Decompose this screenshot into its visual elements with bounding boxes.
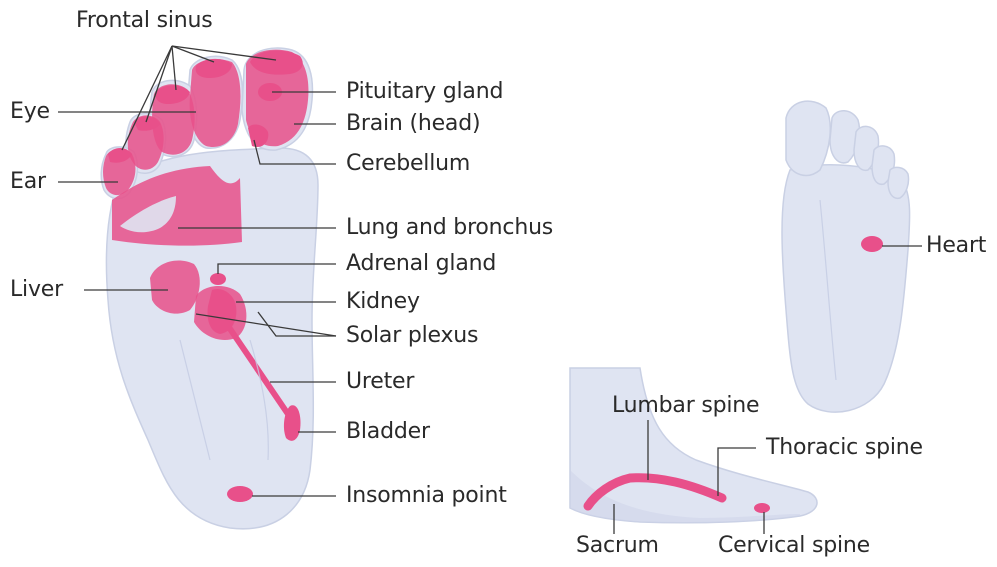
- label-ear: Ear: [10, 169, 46, 195]
- label-thoracic-spine: Thoracic spine: [766, 435, 923, 461]
- left-sole: [101, 48, 318, 529]
- label-lumbar-spine: Lumbar spine: [612, 393, 759, 419]
- label-heart: Heart: [926, 233, 986, 259]
- label-bladder: Bladder: [346, 419, 430, 445]
- right-sole-outline: [782, 165, 910, 412]
- adrenal-zone: [210, 273, 226, 285]
- label-adrenal-gland: Adrenal gland: [346, 251, 496, 277]
- liver-zone: [150, 260, 200, 313]
- label-ureter: Ureter: [346, 369, 414, 395]
- label-frontal-sinus: Frontal sinus: [76, 8, 213, 34]
- label-solar-plexus: Solar plexus: [346, 323, 478, 349]
- heart-zone: [861, 236, 883, 252]
- label-cervical-spine: Cervical spine: [718, 533, 870, 559]
- label-liver: Liver: [10, 277, 63, 303]
- cervical-zone: [754, 503, 770, 513]
- label-pituitary-gland: Pituitary gland: [346, 79, 503, 105]
- right-sole: [782, 101, 910, 412]
- label-eye: Eye: [10, 99, 50, 125]
- label-sacrum: Sacrum: [576, 533, 659, 559]
- label-kidney: Kidney: [346, 289, 420, 315]
- label-lung-bronchus: Lung and bronchus: [346, 215, 553, 241]
- label-insomnia-point: Insomnia point: [346, 483, 507, 509]
- label-cerebellum: Cerebellum: [346, 151, 470, 177]
- label-brain: Brain (head): [346, 111, 480, 137]
- insomnia-zone: [227, 486, 253, 502]
